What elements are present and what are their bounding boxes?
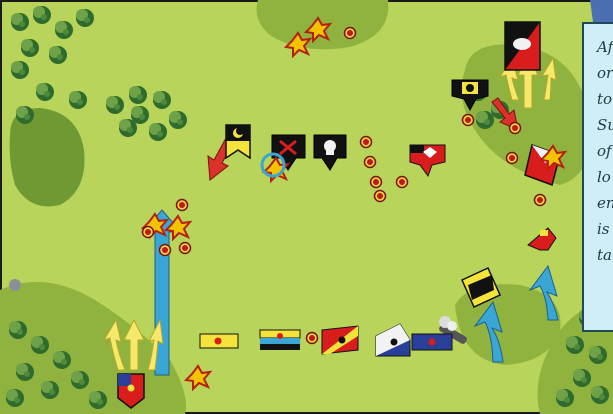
casualty-token [160,245,171,256]
casualty-token [510,123,521,134]
casualty-token [535,195,546,206]
casualty-token [345,28,356,39]
caption-line: Su [597,116,613,134]
caption-line: ta [597,246,612,264]
rock [9,279,21,291]
casualty-token [463,115,474,126]
caption-panel: Af or to Su of lo en is ta [582,22,613,332]
casualty-token [507,153,518,164]
caption-line: lo [597,168,611,186]
wolf-icon [513,38,531,50]
unit-bottom-2[interactable] [260,330,300,350]
caption-line: is [597,220,610,238]
caption-line: Af [597,38,613,56]
unit-bottom-5[interactable] [412,334,452,350]
caption-line: or [597,64,613,82]
casualty-token [177,200,188,211]
casualty-token [371,177,382,188]
caption-line: to [597,90,612,108]
caption-line: en [597,194,613,212]
casualty-token [143,227,154,238]
unit-bottom-1[interactable] [200,334,238,348]
casualty-token [361,137,372,148]
casualty-token [307,333,318,344]
casualty-token [180,243,191,254]
casualty-token [365,157,376,168]
casualty-token [375,191,386,202]
unit-bottom-3[interactable] [322,326,358,354]
caption-line: of [597,142,612,160]
crescent-moon-icon [466,84,474,92]
unit-wolf-banner[interactable] [505,22,540,70]
casualty-token [397,177,408,188]
